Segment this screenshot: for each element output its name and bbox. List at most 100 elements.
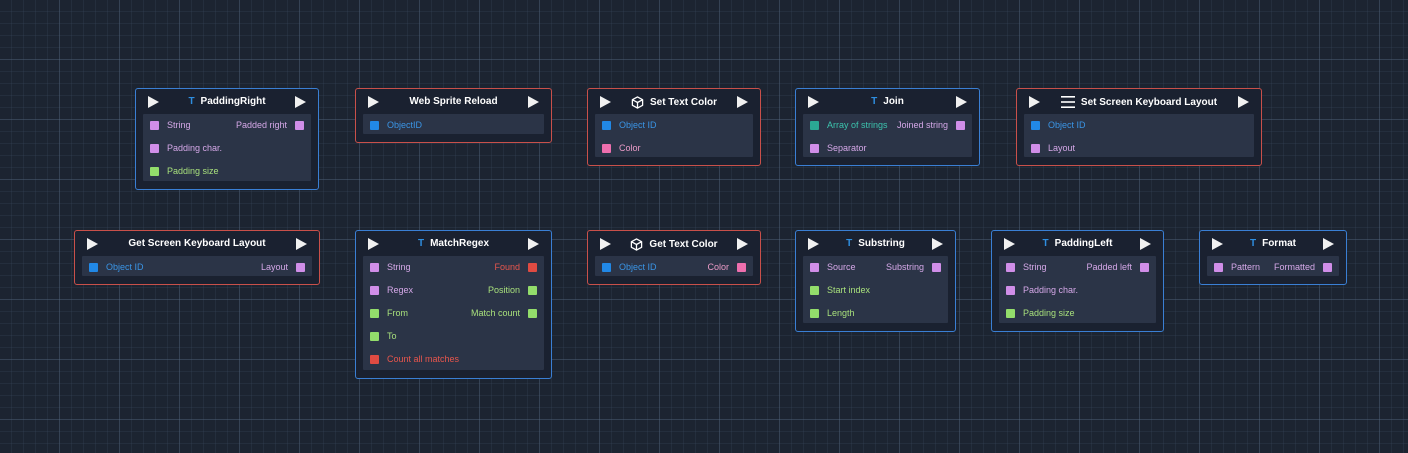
text-t-icon: T (871, 96, 878, 107)
exec-in-pin[interactable] (808, 96, 819, 108)
input-pin-color[interactable] (602, 144, 611, 153)
exec-in-pin[interactable] (368, 238, 379, 250)
input-pin-object-id[interactable] (602, 121, 611, 130)
input-pin-array-of-strings[interactable] (810, 121, 819, 130)
input-pin-to[interactable] (370, 332, 379, 341)
input-label: Object ID (619, 120, 657, 130)
input-pin-start-index[interactable] (810, 286, 819, 295)
output-label: Padded right (235, 120, 287, 130)
node-title: PaddingLeft (1054, 238, 1113, 249)
exec-out-pin[interactable] (1140, 238, 1151, 250)
cube-icon (631, 238, 643, 251)
input-label: String (1023, 262, 1047, 272)
input-label: From (387, 308, 408, 318)
node-web-sprite-reload[interactable]: Web Sprite Reload ObjectID (355, 88, 552, 143)
exec-in-pin[interactable] (1029, 96, 1040, 108)
input-label: Object ID (1048, 120, 1086, 130)
input-pin-pattern[interactable] (1214, 263, 1223, 272)
exec-out-pin[interactable] (295, 96, 306, 108)
exec-in-pin[interactable] (368, 96, 379, 108)
input-label: Padding size (1023, 308, 1075, 318)
output-pin-padded-right[interactable] (295, 121, 304, 130)
input-label: Length (827, 308, 855, 318)
node-title: Get Screen Keyboard Layout (128, 238, 266, 249)
output-pin-match-count[interactable] (528, 309, 537, 318)
input-label: Layout (1048, 143, 1076, 153)
input-pin-object-id[interactable] (602, 263, 611, 272)
input-label: String (387, 262, 411, 272)
exec-in-pin[interactable] (1004, 238, 1015, 250)
hamburger-menu-icon (1060, 96, 1075, 108)
exec-out-pin[interactable] (1238, 96, 1249, 108)
exec-out-pin[interactable] (296, 238, 307, 250)
cube-icon (631, 96, 644, 109)
input-pin-regex[interactable] (370, 286, 379, 295)
node-title: MatchRegex (430, 238, 489, 249)
input-pin-length[interactable] (810, 309, 819, 318)
input-pin-padding-size[interactable] (150, 167, 159, 176)
output-label: Match count (470, 308, 520, 318)
text-t-icon: T (846, 238, 853, 249)
exec-in-pin[interactable] (808, 238, 819, 250)
node-title: PaddingRight (200, 96, 266, 107)
exec-in-pin[interactable] (600, 238, 611, 250)
input-label: Pattern (1231, 262, 1261, 272)
node-title: Web Sprite Reload (409, 96, 498, 107)
output-pin-layout[interactable] (296, 263, 305, 272)
exec-in-pin[interactable] (1212, 238, 1223, 250)
input-label: Separator (827, 143, 867, 153)
node-set-screen-keyboard-layout[interactable]: Set Screen Keyboard Layout Object ID Lay… (1016, 88, 1262, 166)
text-t-icon: T (417, 238, 425, 249)
output-pin-found[interactable] (528, 263, 537, 272)
output-pin-joined-string[interactable] (956, 121, 965, 130)
exec-in-pin[interactable] (87, 238, 98, 250)
output-label: Formatted (1273, 262, 1315, 272)
output-label: Color (707, 262, 729, 272)
output-pin-formatted[interactable] (1323, 263, 1332, 272)
exec-in-pin[interactable] (148, 96, 159, 108)
input-pin-object-id[interactable] (89, 263, 98, 272)
exec-in-pin[interactable] (600, 96, 611, 108)
output-pin-padded-left[interactable] (1140, 263, 1149, 272)
input-label: Object ID (619, 262, 657, 272)
output-pin-substring[interactable] (932, 263, 941, 272)
input-pin-count-all-matches[interactable] (370, 355, 379, 364)
input-label: Array of strings (827, 120, 888, 130)
output-pin-color[interactable] (737, 263, 746, 272)
node-get-screen-keyboard-layout[interactable]: Get Screen Keyboard Layout Object ID Lay… (74, 230, 320, 285)
node-get-text-color[interactable]: Get Text Color Object ID Color (587, 230, 761, 285)
input-pin-source[interactable] (810, 263, 819, 272)
exec-out-pin[interactable] (528, 96, 539, 108)
input-pin-separator[interactable] (810, 144, 819, 153)
output-label: Joined string (896, 120, 948, 130)
exec-out-pin[interactable] (956, 96, 967, 108)
input-pin-string[interactable] (370, 263, 379, 272)
input-pin-padding-size[interactable] (1006, 309, 1015, 318)
input-pin-padding-char[interactable] (1006, 286, 1015, 295)
exec-out-pin[interactable] (1323, 238, 1334, 250)
node-set-text-color[interactable]: Set Text Color Object ID Color (587, 88, 761, 166)
exec-out-pin[interactable] (932, 238, 943, 250)
input-pin-object-id[interactable] (1031, 121, 1040, 130)
exec-out-pin[interactable] (737, 238, 748, 250)
input-pin-from[interactable] (370, 309, 379, 318)
node-title: Substring (858, 238, 905, 249)
input-pin-string[interactable] (150, 121, 159, 130)
input-pin-padding-char[interactable] (150, 144, 159, 153)
input-label: Start index (827, 285, 871, 295)
input-pin-string[interactable] (1006, 263, 1015, 272)
input-pin-layout[interactable] (1031, 144, 1040, 153)
output-label: Found (494, 262, 520, 272)
input-pin-object-id[interactable] (370, 121, 379, 130)
exec-out-pin[interactable] (528, 238, 539, 250)
output-label: Padded left (1086, 262, 1132, 272)
output-pin-position[interactable] (528, 286, 537, 295)
node-title: Set Screen Keyboard Layout (1080, 96, 1218, 108)
exec-out-pin[interactable] (737, 96, 748, 108)
